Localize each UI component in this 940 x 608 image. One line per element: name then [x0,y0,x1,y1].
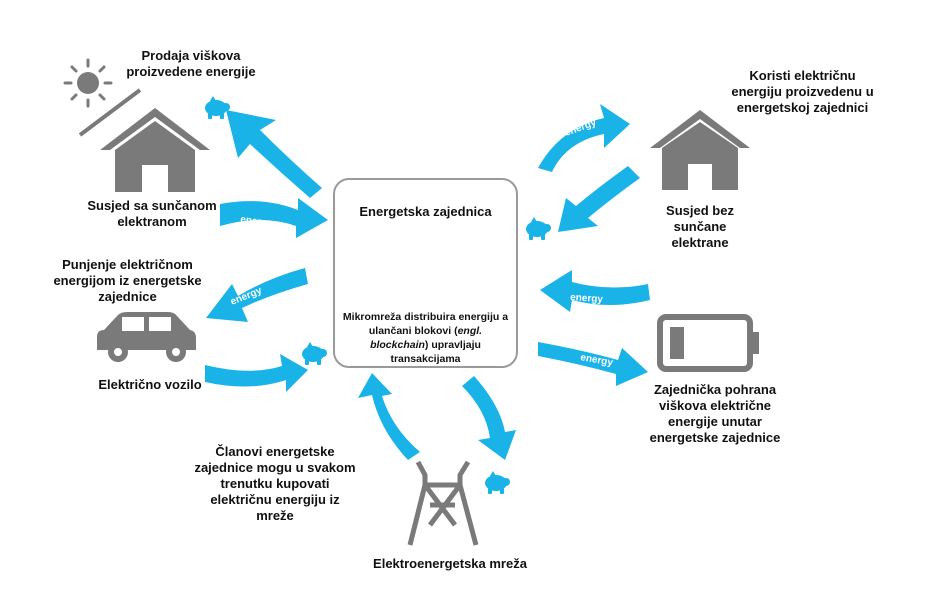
energy-community-box: Energetska zajednica Mikromreža distribu… [333,178,518,368]
arrow-label-energy-1: energy [240,214,274,230]
label-members-buy: Članovi energetske zajednice mogu u svak… [194,444,356,523]
label-sale-excess: Prodaja viškova proizvedene energije [126,48,256,79]
piggy-bank-icon [485,471,510,494]
arrow-energy-to-neighbor [538,104,630,172]
label-neighbor-no-solar: Susjed bez sunčane elektrane [666,203,734,250]
label-solar-neighbor: Susjed sa sunčanom elektranom [87,198,217,229]
center-title: Energetska zajednica [359,204,492,219]
label-grid: Elektroenergetska mreža [373,556,527,571]
car-icon [97,312,196,362]
arrow-storage-to-center [540,270,650,312]
power-pylon-icon [407,460,479,546]
battery-icon [657,314,759,372]
piggy-bank-icon [205,96,230,119]
label-shared-storage: Zajednička pohrana viškova električne en… [649,382,781,445]
arrow-energy-charging [206,268,308,322]
house-icon [650,110,750,190]
solar-panel-icon [78,88,142,137]
center-description: Mikromreža distribuira energiju a ulanča… [342,311,509,365]
label-ev: Električno vozilo [98,377,202,392]
arrow-ev-to-center [205,354,308,392]
piggy-bank-icon [302,342,327,365]
label-charging: Punjenje električnom energijom iz energe… [53,257,202,304]
solar-house-icon [100,108,210,192]
arrow-sale-to-center [226,110,322,198]
arrow-grid-to-center [358,373,420,460]
arrow-energy-solar [220,198,328,238]
arrow-label-energy-4: energy [570,292,604,305]
arrow-center-to-storage [538,342,648,386]
label-uses-energy: Koristi električnu energiju proizvedenu … [731,68,874,115]
arrow-neighbor-to-center [558,166,640,232]
arrow-center-to-grid [462,376,516,460]
sun-icon [63,58,113,108]
piggy-bank-icon [526,217,551,240]
